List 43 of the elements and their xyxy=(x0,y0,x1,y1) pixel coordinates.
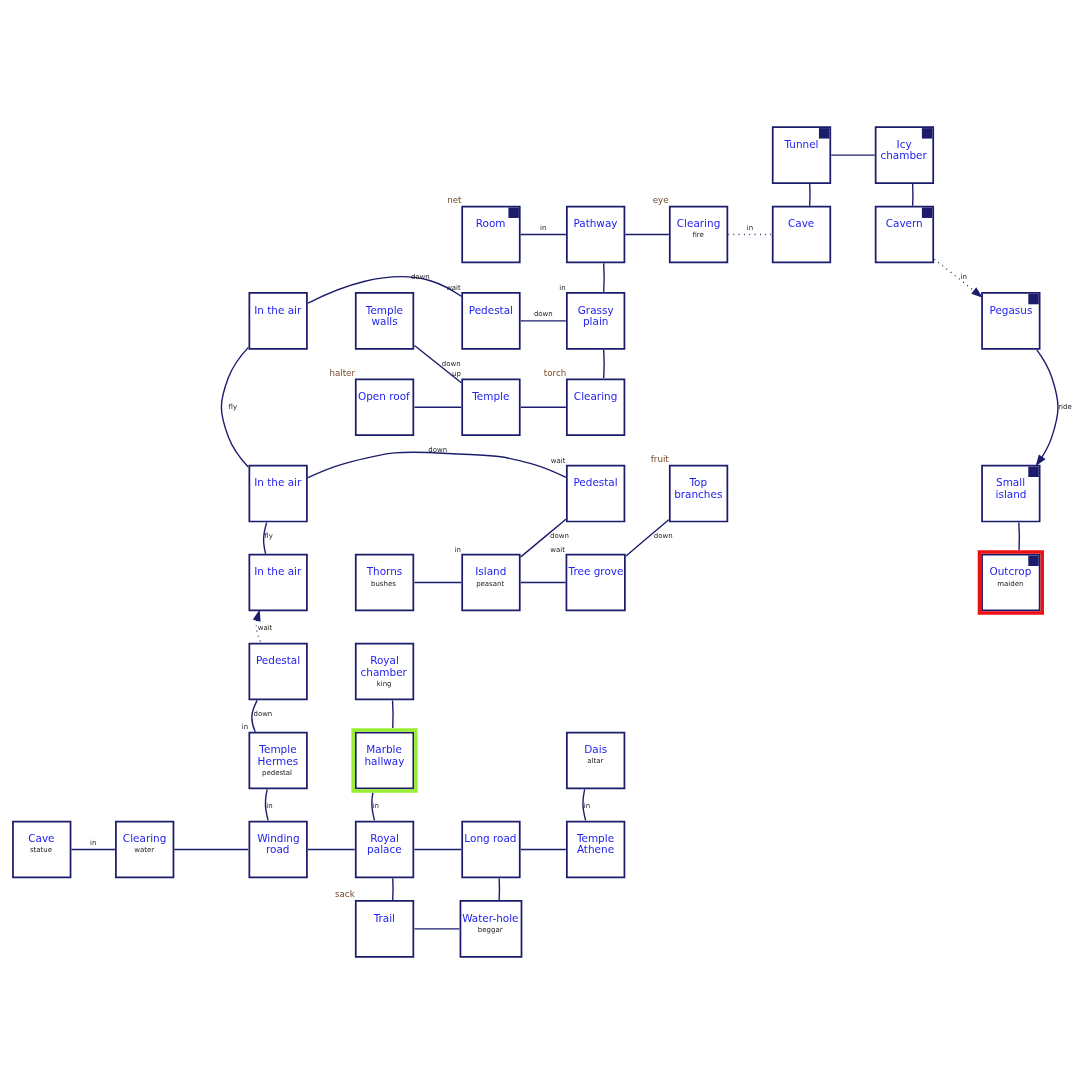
connector xyxy=(624,233,670,236)
arrow xyxy=(252,609,262,644)
connector xyxy=(413,928,460,930)
connector xyxy=(520,581,567,584)
connector xyxy=(809,183,811,207)
connector xyxy=(520,320,567,322)
connector xyxy=(307,451,567,479)
connector xyxy=(413,344,462,384)
connector xyxy=(371,792,376,822)
connector xyxy=(498,877,501,901)
node-label: fruit xyxy=(650,454,669,465)
connector xyxy=(911,183,914,207)
connector xyxy=(625,519,670,557)
connector xyxy=(603,262,605,293)
connector xyxy=(582,788,587,822)
connector xyxy=(413,581,462,584)
node-label: halter xyxy=(329,367,356,378)
connector xyxy=(830,154,876,156)
connector xyxy=(70,848,116,851)
arrow xyxy=(933,258,983,298)
connector xyxy=(520,848,567,851)
connector xyxy=(251,699,258,733)
connector xyxy=(220,346,249,468)
connector xyxy=(307,275,462,304)
connector xyxy=(520,406,567,408)
connector xyxy=(520,233,567,236)
connector xyxy=(264,788,269,822)
connector xyxy=(307,848,356,851)
node-label: torch xyxy=(543,367,567,378)
connector xyxy=(173,848,249,851)
connector xyxy=(727,233,773,236)
connector xyxy=(1018,521,1021,551)
arrow xyxy=(1035,349,1059,467)
connector xyxy=(520,518,567,558)
connector xyxy=(262,521,268,555)
connector xyxy=(413,848,462,851)
node-label: eye xyxy=(652,195,669,206)
node-label: sack xyxy=(335,889,355,900)
connector xyxy=(603,349,605,379)
connector xyxy=(391,699,394,729)
node-label: net xyxy=(447,195,462,206)
connector xyxy=(413,406,462,408)
connector xyxy=(392,877,394,901)
